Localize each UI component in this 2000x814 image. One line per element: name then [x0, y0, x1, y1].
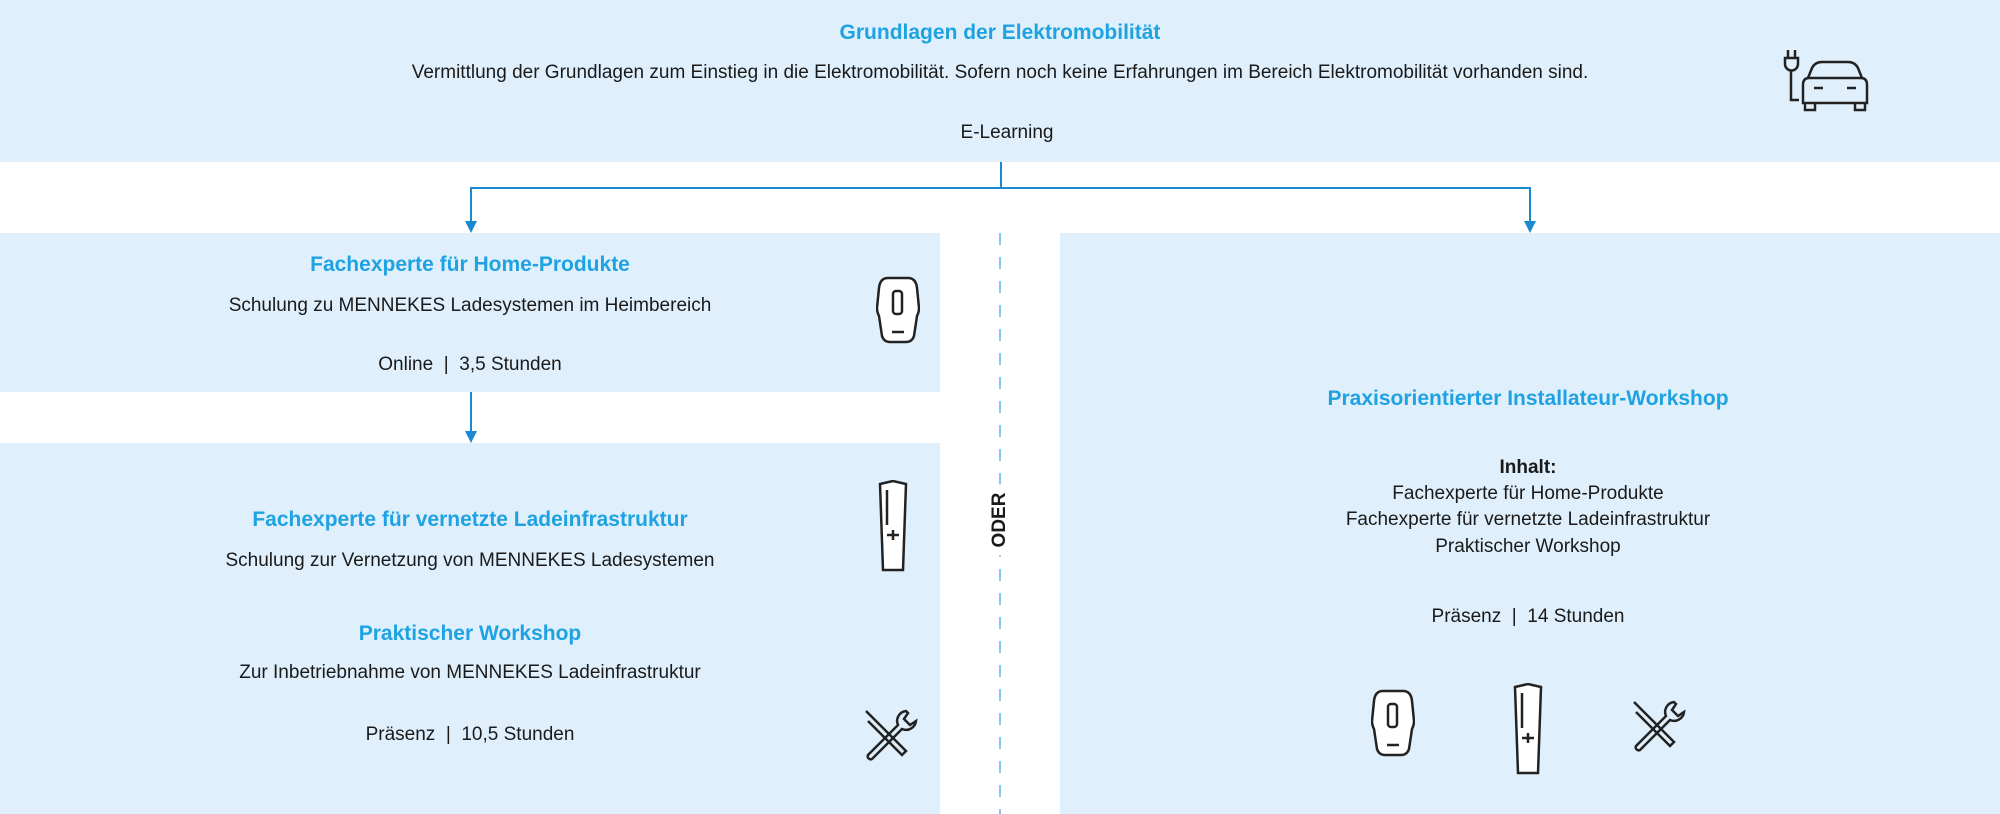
workshop-meta: Präsenz | 10,5 Stunden [365, 724, 575, 745]
network-title: Fachexperte für vernetzte Ladeinfrastruk… [252, 508, 688, 531]
charging-column-icon [878, 480, 908, 572]
intro-description: Vermittlung der Grundlagen zum Einstieg … [411, 62, 1589, 83]
arrow-down-icon [465, 431, 477, 443]
network-description: Schulung zur Vernetzung von MENNEKES Lad… [225, 550, 715, 571]
wallbox-icon [1371, 689, 1415, 757]
installer-title: Praxisorientierter Installateur-Workshop [1327, 387, 1729, 410]
tools-icon [1633, 700, 1686, 752]
installer-content-item: Fachexperte für vernetzte Ladeinfrastruk… [1345, 509, 1711, 530]
home-description: Schulung zu MENNEKES Ladesystemen im Hei… [228, 295, 712, 316]
connector-line [1000, 162, 1002, 189]
workshop-title: Praktischer Workshop [358, 622, 582, 645]
intro-title: Grundlagen der Elektromobilität [839, 21, 1161, 44]
arrow-down-icon [465, 221, 477, 233]
home-products-panel [0, 233, 940, 392]
installer-content-item: Praktischer Workshop [1435, 536, 1621, 557]
workshop-description: Zur Inbetriebnahme von MENNEKES Ladeinfr… [239, 662, 701, 683]
electric-car-icon [1783, 50, 1869, 112]
installer-content-item: Fachexperte für Home-Produkte [1392, 483, 1664, 504]
intro-panel [0, 0, 2000, 162]
connector-line [1529, 187, 1531, 223]
tools-icon [865, 709, 918, 761]
installer-meta: Präsenz | 14 Stunden [1431, 606, 1625, 627]
wallbox-icon [876, 276, 920, 344]
or-label: ODER [983, 484, 1017, 556]
home-meta: Online | 3,5 Stunden [378, 354, 562, 375]
connector-line [470, 187, 472, 223]
arrow-down-icon [1524, 221, 1536, 233]
home-title: Fachexperte für Home-Produkte [310, 253, 630, 276]
connector-line [470, 392, 472, 433]
network-workshop-panel [0, 443, 940, 814]
installer-content-label: Inhalt: [1499, 457, 1557, 478]
connector-line [470, 187, 1530, 189]
charging-column-icon [1513, 683, 1543, 775]
intro-format: E-Learning [960, 122, 1054, 143]
